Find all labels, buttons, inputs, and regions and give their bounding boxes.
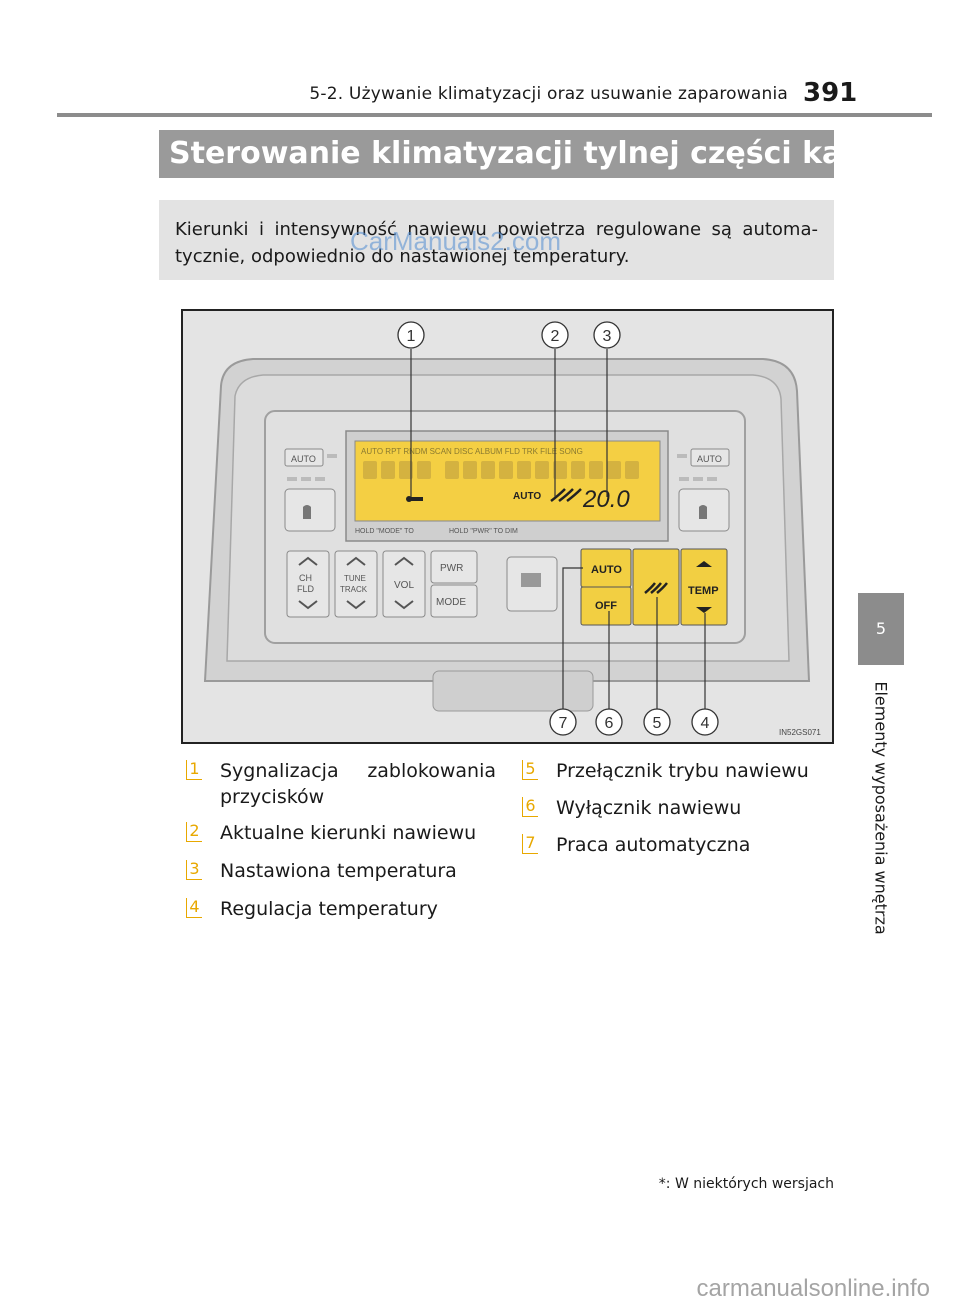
pwr-button <box>430 550 478 584</box>
right-seat-heater-icon <box>699 505 707 519</box>
callout-6: 6 <box>605 715 614 732</box>
tune-track-button <box>334 550 378 618</box>
ch-fld-button <box>286 550 330 618</box>
legend-number: 5 <box>522 760 538 780</box>
right-auto-button <box>690 448 730 467</box>
chapter-tab-number: 5 <box>858 593 904 665</box>
legend-item: 4 Regulacja temperatury <box>186 896 438 922</box>
vol-button <box>382 550 426 618</box>
control-panel-illustration: AUTO RPT RNDM SCAN DISC ALBUM FLD TRK FI… <box>203 321 821 737</box>
display-hold-mode: HOLD "MODE" TO <box>355 528 414 535</box>
track-label: TRACK <box>340 585 368 594</box>
watermark: CarManuals2.com <box>350 226 561 256</box>
callout-lines <box>410 349 706 709</box>
tune-label: TUNE <box>344 574 366 583</box>
lower-bezel <box>432 670 594 712</box>
temp-label: TEMP <box>688 585 719 597</box>
auto-main-label: AUTO <box>591 564 622 576</box>
legend-text: Sygnalizacja zablokowania przycisków <box>220 760 496 808</box>
legend-number: 6 <box>522 797 538 817</box>
mode-button <box>430 584 478 618</box>
chapter-tab-label: Elementy wyposażenia wnętrza <box>871 680 891 935</box>
callout-numbers: 1 2 3 4 5 6 7 <box>407 328 710 732</box>
callout-7: 7 <box>559 715 568 732</box>
key-lock-icon <box>411 497 423 501</box>
left-auto-button <box>284 448 324 467</box>
footer-watermark: carmanualsonline.info <box>696 1275 930 1302</box>
legend-text: Regulacja temperatury <box>220 898 438 920</box>
callout-3: 3 <box>603 328 612 345</box>
chapter-tab-label-wrap: Elementy wyposażenia wnętrza <box>858 680 904 935</box>
left-auto-label: AUTO <box>291 454 316 464</box>
right-auto-label: AUTO <box>697 454 722 464</box>
legend-number: 1 <box>186 760 202 780</box>
temp-button <box>680 548 728 626</box>
fld-label: FLD <box>297 584 315 594</box>
control-panel-figure: AUTO RPT RNDM SCAN DISC ALBUM FLD TRK FI… <box>181 309 834 744</box>
left-seat-heater-icon <box>303 505 311 519</box>
legend-item: 7 Praca automatyczna <box>522 832 750 858</box>
callout-circles <box>397 321 719 736</box>
legend-number: 4 <box>186 898 202 918</box>
legend-item: 5 Przełącznik trybu nawiewu <box>522 758 809 784</box>
key-lock-icon-head <box>406 496 412 502</box>
legend-number: 7 <box>522 834 538 854</box>
header-title: 5-2. Używanie klimatyzacji oraz usuwanie… <box>309 84 788 104</box>
footnote: *: W niektórych wersjach <box>658 1176 834 1192</box>
intro-line-1: Kierunki i intensywność nawiewu powietrz… <box>175 219 818 240</box>
airflow-icon <box>550 488 582 502</box>
intro-line-2: tycznie, odpowiednio do nastawionej temp… <box>175 246 630 267</box>
callout-5: 5 <box>653 715 662 732</box>
display-temperature: 20.0 <box>582 486 630 513</box>
legend-item: 1 Sygnalizacja zablokowania przycisków <box>186 758 496 810</box>
display-hold-pwr: HOLD "PWR" TO DIM <box>449 528 518 535</box>
legend-text: Nastawiona temperatura <box>220 860 457 882</box>
asterisk-mark: * <box>916 134 928 158</box>
display-top-labels: AUTO RPT RNDM SCAN DISC ALBUM FLD TRK FI… <box>361 447 583 456</box>
legend-item: 6 Wyłącznik nawiewu <box>522 795 741 821</box>
page-number: 391 <box>803 78 858 108</box>
display-auto-label: AUTO <box>513 491 541 502</box>
mode-label: MODE <box>436 597 466 608</box>
legend-text: Wyłącznik nawiewu <box>556 797 742 819</box>
segment-digits-row <box>363 461 639 479</box>
legend-item: 3 Nastawiona temperatura <box>186 858 457 884</box>
section-title-bar: Sterowanie klimatyzacji tylnej części ka… <box>159 130 927 178</box>
legend-text: Praca automatyczna <box>556 834 751 856</box>
off-button <box>580 586 632 626</box>
ch-label: CH <box>299 573 312 583</box>
section-title: Sterowanie klimatyzacji tylnej części ka… <box>169 136 915 171</box>
callout-4: 4 <box>701 715 710 732</box>
temp-down-icon <box>696 607 712 613</box>
vol-label: VOL <box>394 580 414 591</box>
callout-1: 1 <box>407 328 416 345</box>
lcd-display <box>354 440 661 522</box>
air-mode-icon <box>644 582 668 594</box>
screen-icon <box>521 573 541 587</box>
off-label: OFF <box>595 600 617 612</box>
legend-text: Aktualne kierunki nawiewu <box>220 822 477 844</box>
figure-code: IN52GS071 <box>779 728 821 737</box>
temp-up-icon <box>696 561 712 567</box>
legend-item: 2 Aktualne kierunki nawiewu <box>186 820 476 846</box>
pwr-label: PWR <box>440 563 463 574</box>
legend-number: 2 <box>186 822 202 842</box>
legend-text: Przełącznik trybu nawiewu <box>556 760 809 782</box>
callout-2: 2 <box>551 328 560 345</box>
header-rule <box>57 113 932 117</box>
intro-box: Kierunki i intensywność nawiewu powietrz… <box>159 200 834 280</box>
legend-number: 3 <box>186 860 202 880</box>
